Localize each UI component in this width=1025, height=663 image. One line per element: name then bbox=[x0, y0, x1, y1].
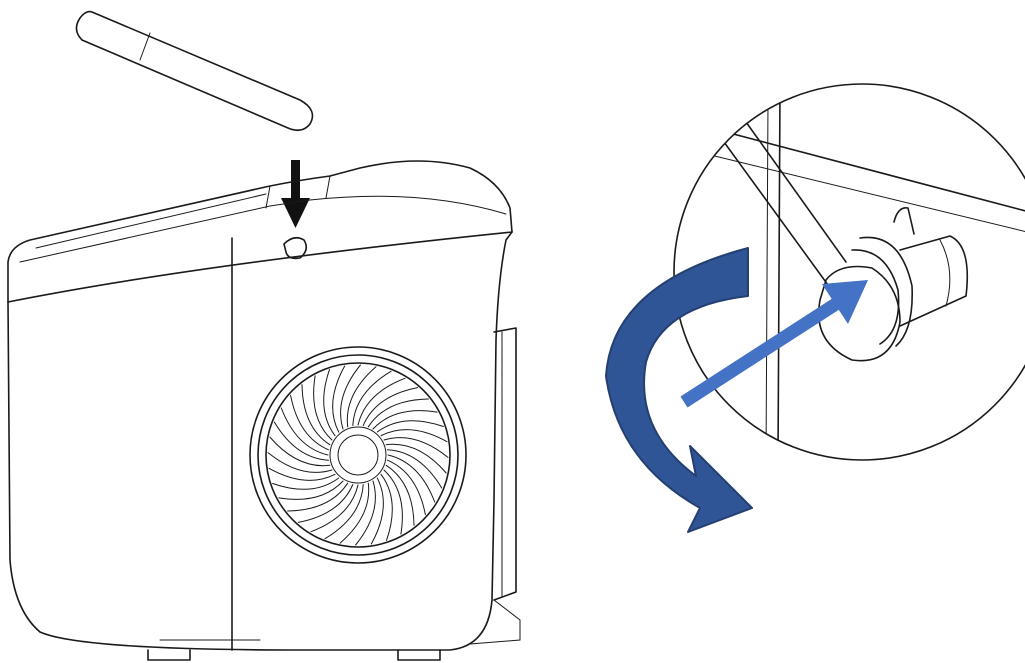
fan-blade bbox=[372, 410, 438, 430]
fan-blade bbox=[278, 480, 344, 500]
cleaning-stick-icon bbox=[75, 10, 314, 132]
fan-blade bbox=[324, 484, 364, 540]
fan-blade bbox=[387, 449, 443, 489]
fan-blade bbox=[269, 436, 331, 467]
fan-blades bbox=[267, 364, 449, 546]
arrow-down-icon bbox=[281, 160, 310, 228]
fan-blade bbox=[272, 477, 340, 490]
fan-blade bbox=[370, 477, 384, 545]
fan-vent bbox=[249, 346, 467, 564]
fan-blade bbox=[313, 375, 333, 441]
fan-blade bbox=[301, 384, 331, 446]
fan-blade bbox=[380, 429, 448, 443]
fan-blade bbox=[346, 366, 377, 428]
fan-blade bbox=[380, 473, 393, 541]
fan-blade bbox=[367, 398, 429, 428]
fan-blade bbox=[383, 437, 449, 458]
fan-blade bbox=[339, 482, 370, 544]
fan-blade bbox=[387, 454, 436, 503]
fan-blade bbox=[310, 484, 359, 533]
fan-blade bbox=[387, 459, 426, 516]
fan-blade bbox=[385, 443, 447, 474]
fan-blade bbox=[383, 469, 403, 535]
fan-blade bbox=[355, 480, 376, 546]
fan-blade bbox=[385, 464, 415, 526]
zoom-detail bbox=[673, 83, 1025, 461]
fan-blade bbox=[352, 370, 392, 426]
fan-blade bbox=[357, 377, 406, 426]
fan-blade bbox=[273, 421, 329, 461]
fan-blade bbox=[287, 482, 349, 512]
fan-blade bbox=[268, 467, 336, 481]
insert-arrow-icon bbox=[680, 280, 868, 408]
fan-blade bbox=[290, 394, 329, 451]
ice-maker-body bbox=[7, 160, 521, 661]
fan-blade bbox=[340, 364, 361, 430]
fan-blade bbox=[332, 365, 346, 433]
fan-blade bbox=[280, 407, 329, 456]
fan-blade bbox=[362, 387, 419, 426]
fan-blade bbox=[376, 420, 444, 433]
fan-blade bbox=[297, 484, 354, 523]
rotate-arrow-icon bbox=[605, 247, 753, 533]
fan-blade bbox=[323, 369, 336, 437]
fan-blade bbox=[267, 452, 333, 473]
